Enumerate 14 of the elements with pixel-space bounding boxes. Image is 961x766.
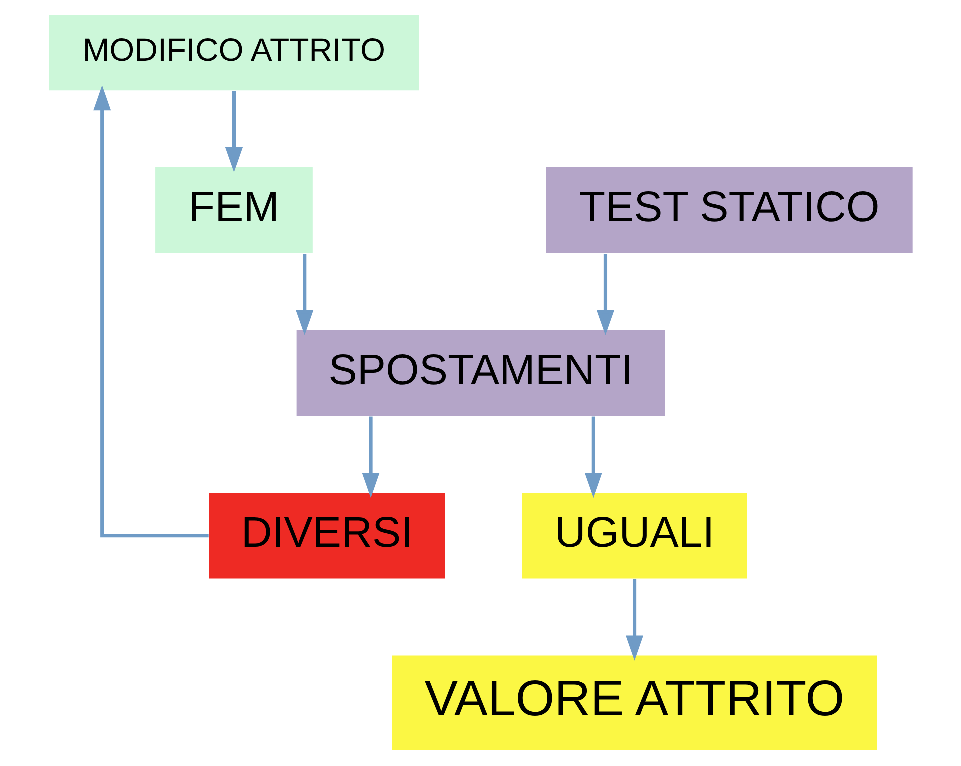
node-box: TEST STATICO [546,168,912,254]
node-box: DIVERSI [208,492,445,579]
node-box: MODIFICO ATTRITO [48,16,419,91]
node-box: UGUALI [522,492,747,579]
arrow [584,416,602,498]
arrow [93,86,208,538]
arrow [596,254,614,336]
arrow [296,254,314,336]
node-box: SPOSTAMENTI [296,330,665,416]
arrow [362,416,380,498]
arrow [626,578,644,661]
arrow [224,91,242,173]
node-box: FEM [155,168,312,254]
node-box: VALORE ATTRITO [392,656,877,750]
